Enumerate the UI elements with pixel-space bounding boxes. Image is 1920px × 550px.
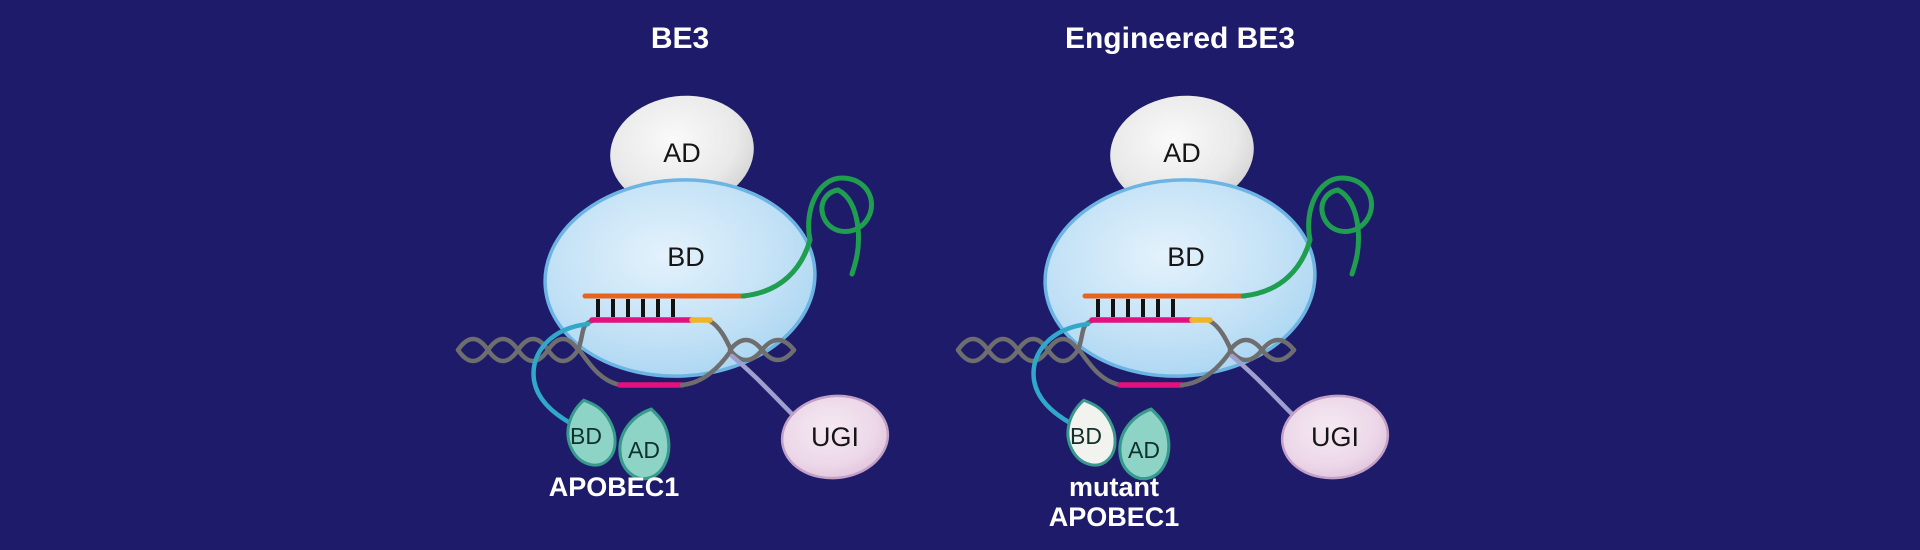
apobec-ad-label: AD bbox=[628, 437, 660, 463]
cas9-bd-label: BD bbox=[667, 242, 705, 272]
apobec-bd-label: BD bbox=[570, 423, 602, 449]
dna-displaced-strand-in bbox=[577, 348, 623, 388]
deaminase-name-line1: mutant bbox=[1069, 472, 1159, 502]
dna-template-strand-in bbox=[575, 318, 595, 353]
base-pairing-ticks bbox=[596, 299, 675, 317]
cas9-bd-label: BD bbox=[1167, 242, 1205, 272]
dna-strand-bottom-right bbox=[1227, 337, 1297, 363]
base-pairing-ticks bbox=[1096, 299, 1175, 317]
deaminase-linker bbox=[531, 321, 591, 427]
cas9-bd-domain-blob bbox=[543, 178, 817, 378]
cas9-ad-label: AD bbox=[1163, 138, 1201, 168]
dna-template-strand-in bbox=[1075, 318, 1095, 353]
apobec-ad-label: AD bbox=[1128, 437, 1160, 463]
ugi-blob bbox=[1280, 394, 1390, 480]
panel-engineered-be3: Engineered BE3 AD BD UGI BD AD mutant AP… bbox=[955, 22, 1390, 532]
apobec-ad-lobe bbox=[1118, 407, 1171, 481]
sgrna-scaffold-loop bbox=[740, 175, 875, 299]
apobec-bd-lobe bbox=[1066, 398, 1117, 467]
ugi-label: UGI bbox=[811, 422, 859, 452]
sgrna-scaffold-loop bbox=[1240, 175, 1375, 299]
panel-title: Engineered BE3 bbox=[1065, 22, 1295, 55]
dna-displaced-strand-out bbox=[1179, 349, 1233, 388]
deaminase-name-line2: APOBEC1 bbox=[1049, 502, 1180, 532]
apobec-bd-lobe bbox=[566, 398, 617, 467]
dna-strand-bottom-right bbox=[727, 337, 797, 363]
ugi-label: UGI bbox=[1311, 422, 1359, 452]
ugi-linker bbox=[729, 353, 795, 417]
cas9-bd-domain-blob bbox=[1043, 178, 1317, 378]
dna-strand-bottom-left bbox=[455, 336, 581, 364]
dna-displaced-strand-in bbox=[1077, 348, 1123, 388]
panel-title: BE3 bbox=[651, 22, 709, 55]
ugi-linker bbox=[1229, 353, 1295, 417]
apobec-bd-label: BD bbox=[1070, 423, 1102, 449]
cas9-ad-label: AD bbox=[663, 138, 701, 168]
panel-be3: BE3 AD BD UGI bbox=[455, 22, 890, 502]
apobec-ad-lobe bbox=[618, 407, 671, 481]
deaminase-name-line1: APOBEC1 bbox=[549, 472, 680, 502]
ugi-blob bbox=[780, 394, 890, 480]
dna-strand-bottom-left bbox=[955, 336, 1081, 364]
cas9-ad-domain-blob bbox=[1110, 95, 1254, 209]
cas9-ad-domain-blob bbox=[610, 95, 754, 209]
dna-displaced-strand-out bbox=[679, 349, 733, 388]
deaminase-linker bbox=[1031, 321, 1091, 427]
